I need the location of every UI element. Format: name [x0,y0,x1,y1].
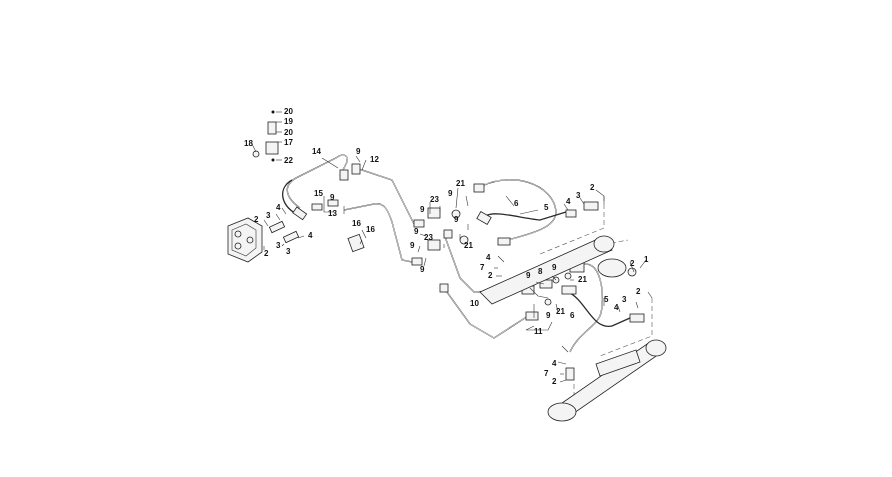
callout-2-c: 2 [590,183,595,192]
callout-18: 18 [244,139,253,148]
leader-lines [251,110,653,383]
callout-6-upper: 6 [514,199,519,208]
callout-9-b: 9 [330,193,335,202]
callout-3-b: 3 [276,241,281,250]
hose-6-lower [569,263,604,353]
pipe-14 [282,154,348,215]
callout-9-j: 9 [552,263,557,272]
callout-20-mid: 20 [284,128,293,137]
callout-5-lower: 5 [604,295,609,304]
callout-3-e: 3 [622,295,627,304]
callout-9-e: 9 [454,215,459,224]
callout-9-h: 9 [420,265,425,274]
callout-9-c: 9 [420,205,425,214]
callout-9-f: 9 [414,227,419,236]
callout-14: 14 [312,147,321,156]
callout-3-c: 3 [286,247,291,256]
callout-4-a: 4 [276,203,281,212]
callout-2-d: 2 [630,259,635,268]
callout-6-lower: 6 [570,311,575,320]
pipe-12 [355,167,415,225]
hose-6-upper [473,179,557,241]
callout-3-a: 3 [266,211,271,220]
callout-23-b: 23 [424,233,433,242]
callout-2-f: 2 [636,287,641,296]
callout-9-d: 9 [448,189,453,198]
callout-16-b: 16 [366,225,375,234]
callout-labels: 20 19 20 17 18 22 14 9 12 15 9 13 4 3 2 … [244,107,649,386]
hose-5-lower [567,291,631,327]
callout-7-a: 7 [480,263,485,272]
callout-11: 11 [534,327,543,336]
callout-1: 1 [644,255,649,264]
callout-21-c: 21 [578,275,587,284]
callout-12: 12 [370,155,379,164]
callout-4-f: 4 [552,359,557,368]
callout-15: 15 [314,189,323,198]
callout-23-a: 23 [430,195,439,204]
callout-9-g: 9 [410,241,415,250]
callout-4-b: 4 [308,231,313,240]
callout-2-b: 2 [264,249,269,258]
lower-cylinder [547,339,667,422]
upper-cylinder [479,235,637,305]
pipe-11 [443,287,529,339]
callout-4-c: 4 [566,197,571,206]
pipe-13 [343,203,413,263]
callout-21-a: 21 [456,179,465,188]
callout-3-d: 3 [576,191,581,200]
control-valve-block [227,217,263,263]
callout-19: 19 [284,117,293,126]
callout-22: 22 [284,156,293,165]
callout-21-d: 21 [556,307,565,316]
callout-20-top: 20 [284,107,293,116]
callout-9-i: 9 [526,271,531,280]
callout-2-e: 2 [488,271,493,280]
callout-5-upper: 5 [544,203,549,212]
callout-4-e: 4 [614,303,619,312]
callout-10: 10 [470,299,479,308]
callout-2-g: 2 [552,377,557,386]
callout-13: 13 [328,209,337,218]
hose-5-upper [485,211,567,221]
callout-9-k: 9 [546,311,551,320]
callout-7-b: 7 [544,369,549,378]
callout-16-a: 16 [352,219,361,228]
callout-8: 8 [538,267,543,276]
callout-21-b: 21 [464,241,473,250]
callout-17: 17 [284,138,293,147]
fittings [252,121,645,381]
callout-4-d: 4 [486,253,491,262]
callout-2-a: 2 [254,215,259,224]
callout-9-a: 9 [356,147,361,156]
